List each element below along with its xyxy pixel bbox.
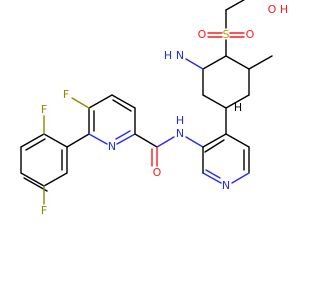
bond	[185, 58, 204, 70]
bonds	[20, 0, 273, 205]
bond	[248, 55, 273, 70]
bond	[88, 94, 113, 109]
bond	[111, 94, 136, 109]
atom-o-hydroxyl: O	[268, 3, 277, 16]
atom-o-sulfonyl-left: O	[198, 28, 207, 41]
bond	[20, 172, 45, 187]
atom-n-amide: N	[176, 127, 184, 140]
bond	[66, 133, 90, 148]
bond	[185, 136, 204, 148]
bond	[115, 130, 131, 140]
atom-labels: F F F N N H O N N H S O O O H H	[41, 3, 288, 217]
atom-h-stereo: H	[234, 101, 242, 114]
bond	[43, 172, 68, 187]
bond	[25, 138, 46, 151]
molecule-structure-canvas: F F F N N H O N N H S O O O H H	[20, 0, 288, 217]
bond	[202, 55, 227, 70]
bond	[23, 177, 48, 192]
bond	[116, 133, 136, 145]
atom-f-lower: F	[41, 204, 47, 217]
bond	[202, 172, 222, 184]
atom-n-pyridine-right: N	[222, 179, 230, 192]
bond	[112, 99, 132, 112]
atom-n-amino: N	[176, 49, 184, 62]
atom-s-sulfonyl: S	[223, 28, 230, 41]
atom-h-amino: H	[164, 49, 172, 62]
bond	[204, 139, 225, 153]
atom-h-amide: H	[176, 114, 184, 127]
bond-f	[71, 97, 90, 109]
bond	[202, 133, 227, 148]
molecule-structure: F F F N N H O N N H S O O O H H	[20, 0, 288, 217]
bond	[43, 133, 68, 148]
bond	[225, 55, 250, 70]
atom-o-sulfonyl-right: O	[246, 28, 255, 41]
bond	[225, 94, 250, 109]
bond	[134, 133, 158, 148]
bond	[205, 169, 221, 179]
bond	[20, 133, 45, 148]
atom-o-amide: O	[153, 166, 162, 179]
bond	[231, 172, 250, 184]
bond	[225, 0, 246, 11]
bond	[88, 133, 108, 145]
bond	[156, 136, 175, 148]
atom-n-pyridine-left: N	[108, 140, 116, 153]
atom-f-pyridine: F	[63, 88, 69, 101]
bond	[202, 94, 227, 109]
atom-h-hydroxyl: H	[280, 3, 288, 16]
atom-f-upper: F	[41, 103, 47, 116]
bond	[225, 133, 250, 148]
